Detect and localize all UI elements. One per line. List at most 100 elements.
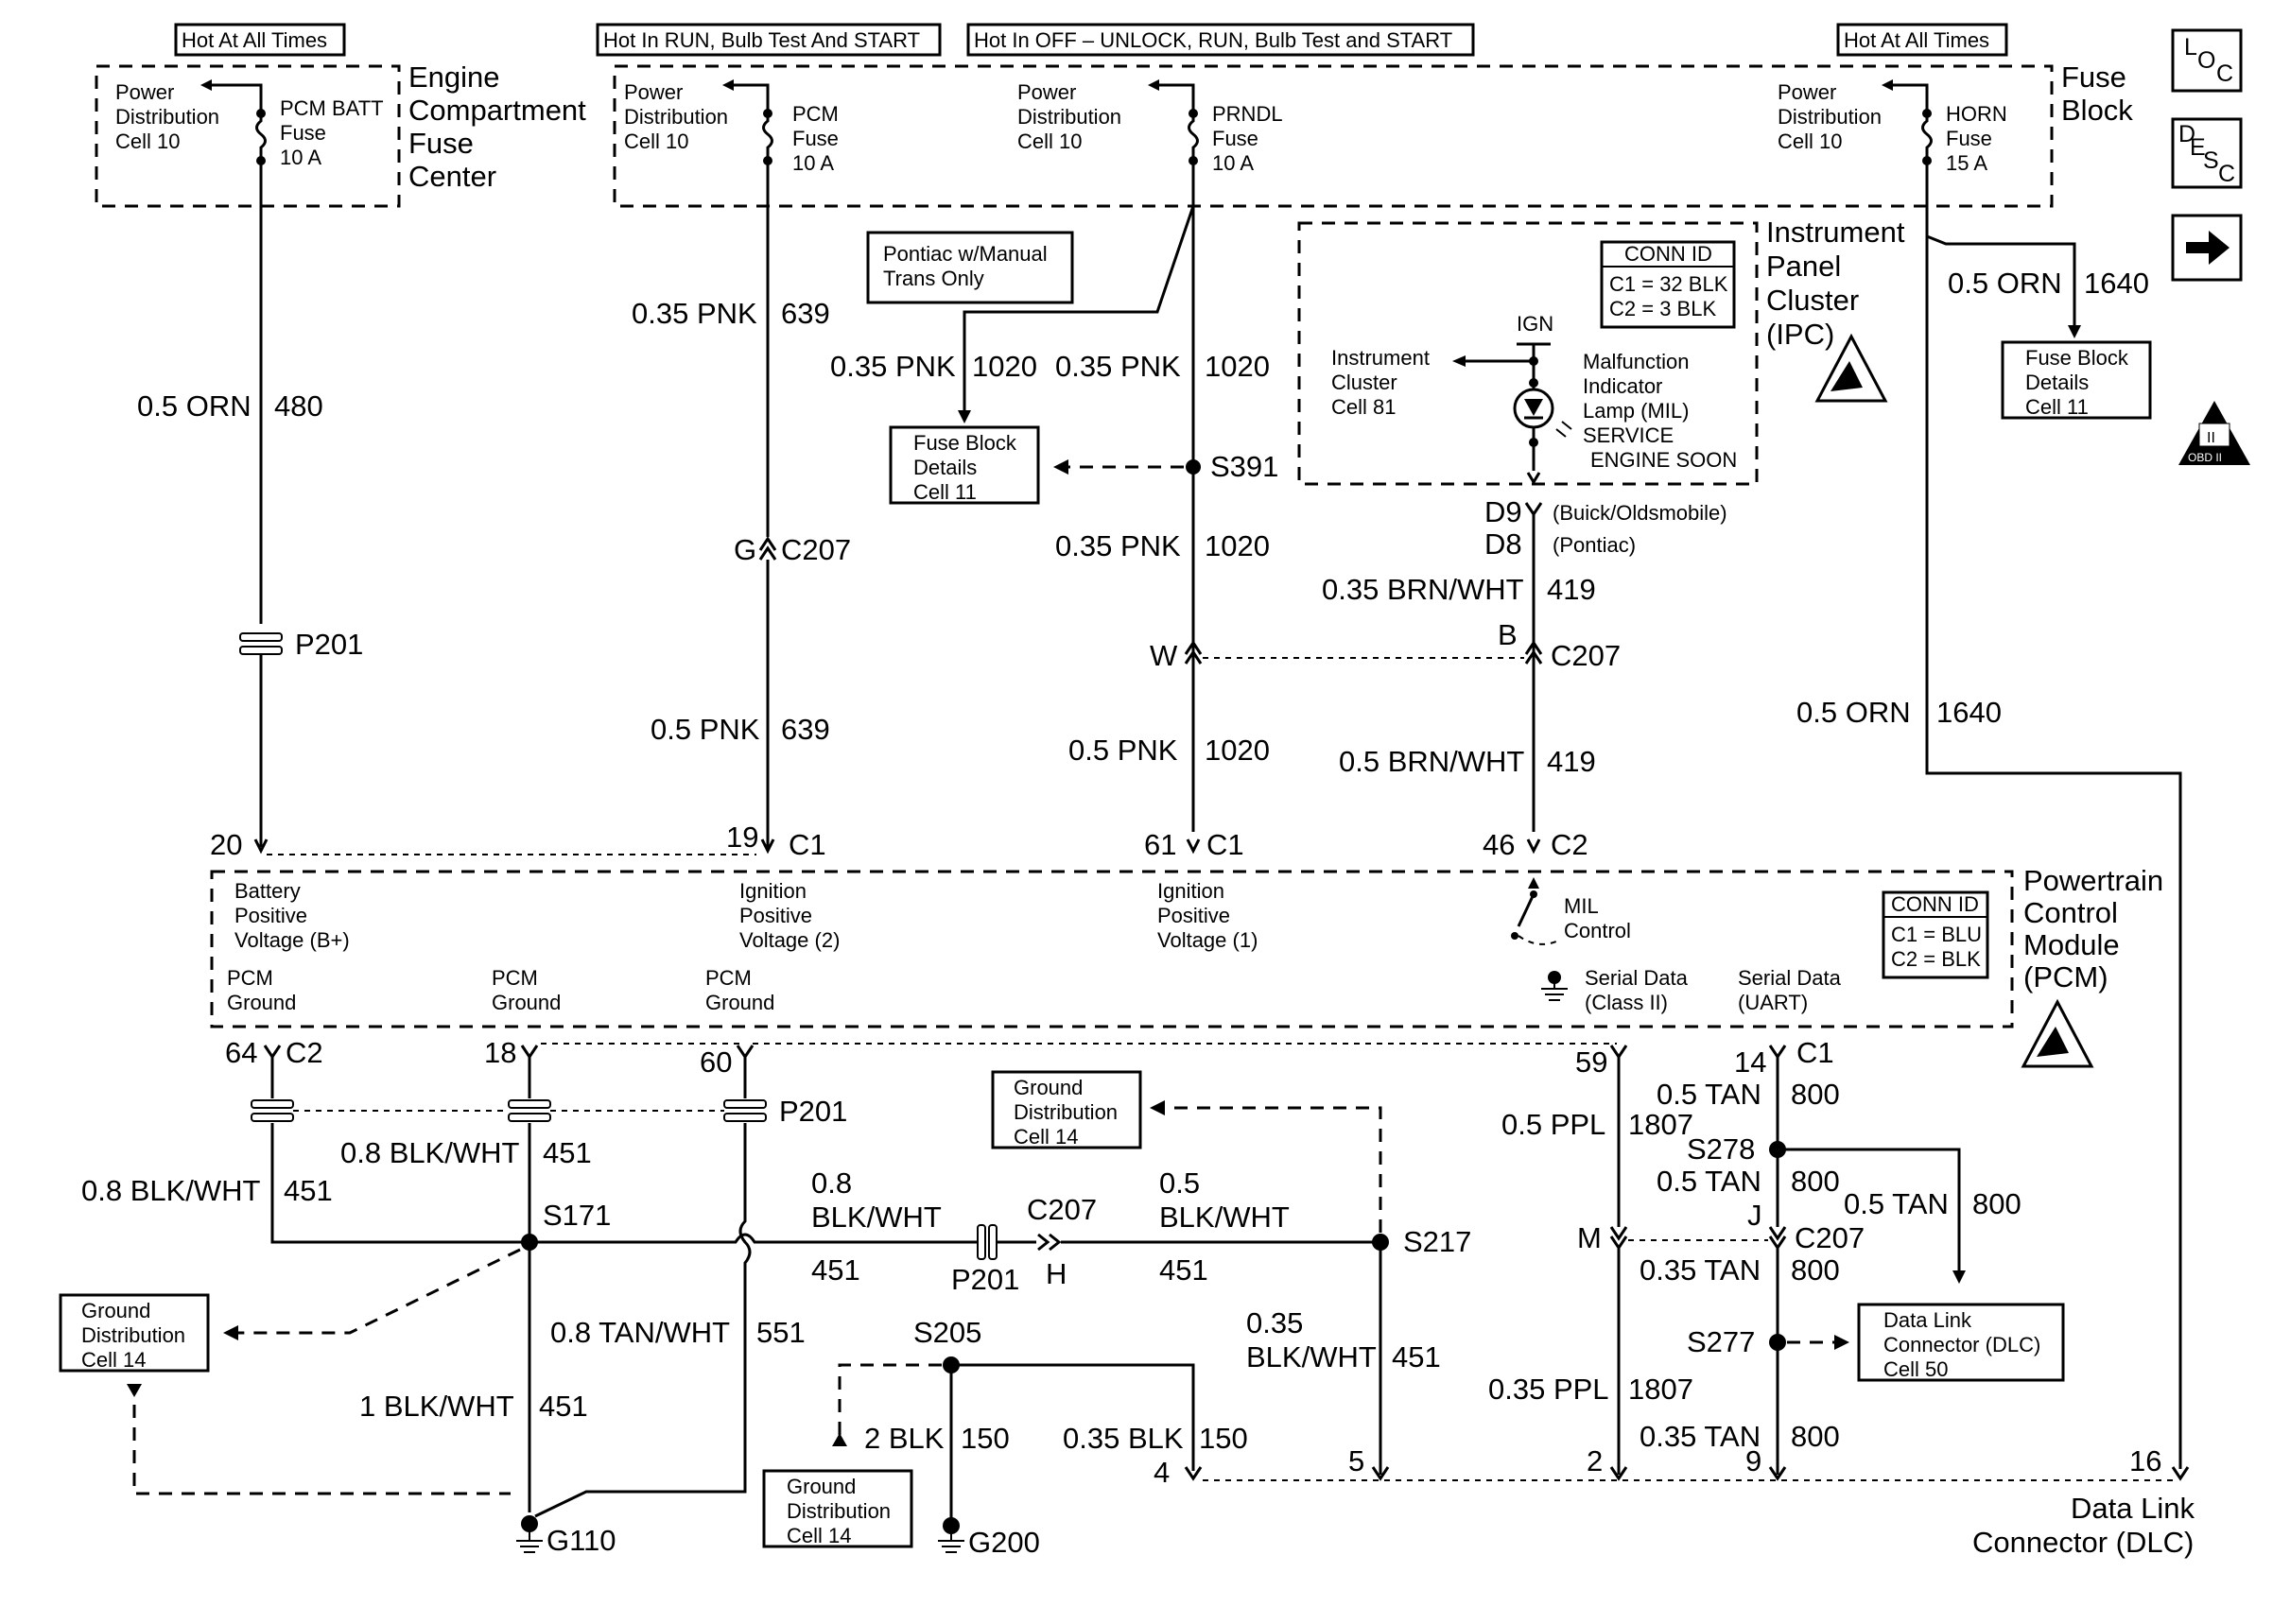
connector-c2-label: C2 <box>286 1036 323 1069</box>
svg-text:Voltage (1): Voltage (1) <box>1157 928 1258 952</box>
wire-551-size: 0.8 TAN/WHT <box>550 1316 730 1349</box>
svg-text:C2 = BLK: C2 = BLK <box>1891 947 1981 971</box>
svg-text:CONN ID: CONN ID <box>1891 892 1979 916</box>
wire-1640-size: 0.5 ORN <box>1796 696 1911 729</box>
svg-text:Distribution: Distribution <box>624 105 728 129</box>
svg-text:C: C <box>2218 161 2235 187</box>
arrow-icon <box>1053 459 1068 475</box>
pin-18: 18 <box>484 1036 516 1069</box>
header-box <box>1836 23 2008 57</box>
serial-data-class-ii-label: Serial Data (Class II) <box>1585 966 1689 1014</box>
svg-text:Fuse: Fuse <box>1212 127 1258 150</box>
connector-c2-label: C2 <box>1551 828 1588 861</box>
fuse-block-details-box <box>2001 340 2152 420</box>
svg-text:Details: Details <box>913 456 977 479</box>
svg-text:Serial Data: Serial Data <box>1585 966 1689 990</box>
connector-c1-label: C1 <box>1796 1036 1834 1069</box>
connector-w-label: W <box>1150 639 1178 672</box>
svg-text:Distribution: Distribution <box>81 1323 185 1347</box>
pin-5: 5 <box>1348 1444 1364 1477</box>
header-hot-run: Hot In RUN, Bulb Test And START <box>603 28 920 52</box>
wire-451-size: 0.8 BLK/WHT <box>81 1174 261 1207</box>
wire-1807-size: 0.35 PPL <box>1488 1373 1609 1406</box>
wire-800 <box>1778 1148 1961 1274</box>
svg-text:(PCM): (PCM) <box>2023 960 2108 993</box>
svg-text:Cluster: Cluster <box>1766 284 1859 317</box>
ground-distribution-box <box>762 1469 913 1548</box>
wire-1020-size: 0.35 PNK <box>1055 529 1181 562</box>
wire-800-number: 800 <box>1791 1078 1840 1111</box>
ipc-title: Instrument Panel Cluster (IPC) <box>1766 216 1905 351</box>
connector-c207-label: C207 <box>1551 639 1621 672</box>
svg-text:O: O <box>2197 47 2215 74</box>
svg-text:Fuse: Fuse <box>280 121 326 145</box>
pin-60: 60 <box>700 1045 732 1079</box>
pin-16: 16 <box>2129 1444 2161 1477</box>
connector-c207-label: C207 <box>1027 1193 1097 1226</box>
svg-text:Ground: Ground <box>227 991 296 1014</box>
svg-text:Power: Power <box>115 80 174 104</box>
pcm-conn-id-table <box>1882 890 1989 979</box>
svg-text:Voltage (2): Voltage (2) <box>739 928 840 952</box>
svg-text:10 A: 10 A <box>792 151 834 175</box>
arrow-icon <box>958 410 971 423</box>
svg-text:Ground: Ground <box>81 1299 150 1322</box>
svg-text:(Class II): (Class II) <box>1585 991 1668 1014</box>
svg-text:Cell 81: Cell 81 <box>1331 395 1396 419</box>
svg-text:C: C <box>2216 60 2233 87</box>
mil-control-label: MIL Control <box>1564 894 1631 942</box>
wire-451-number: 451 <box>284 1174 333 1207</box>
pin-20: 20 <box>210 828 242 861</box>
pin-19: 19 <box>726 821 758 854</box>
pin-59: 59 <box>1575 1045 1607 1079</box>
svg-text:Positive: Positive <box>234 904 307 927</box>
connector-d8-label: D8 <box>1484 527 1522 561</box>
svg-text:Fuse: Fuse <box>1946 127 1992 150</box>
wire-1807-number: 1807 <box>1628 1108 1693 1141</box>
battery-positive-voltage-label: Battery Positive Voltage (B+) <box>234 879 350 952</box>
svg-text:Cell 14: Cell 14 <box>1014 1125 1078 1149</box>
fuse-icon <box>762 113 773 161</box>
connector-p201-label: P201 <box>779 1095 847 1128</box>
inline-connector-p201 <box>977 1224 998 1260</box>
svg-text:BLK/WHT: BLK/WHT <box>1246 1340 1377 1373</box>
right-arrow-icon[interactable] <box>2171 214 2243 282</box>
serial-data-uart-label: Serial Data (UART) <box>1738 966 1842 1014</box>
ipc-outline <box>1297 221 1759 486</box>
splice-s217-label: S217 <box>1403 1225 1471 1258</box>
reference-line <box>1169 1106 1382 1233</box>
svg-text:Control: Control <box>2023 896 2118 929</box>
svg-text:Data Link: Data Link <box>1883 1308 1972 1332</box>
connector-c1-label: C1 <box>789 828 826 861</box>
ignition-positive-voltage-2-label: Ignition Positive Voltage (2) <box>739 879 840 952</box>
pontiac-note: (Pontiac) <box>1553 533 1636 557</box>
wire-800-number: 800 <box>1791 1165 1840 1198</box>
wire-639-size: 0.5 PNK <box>651 713 760 746</box>
connector-h-label: H <box>1046 1257 1067 1290</box>
fuse-icon <box>255 113 267 161</box>
svg-text:Cell 10: Cell 10 <box>115 130 180 153</box>
wire-451-size: 0.8 BLK/WHT <box>340 1136 520 1169</box>
svg-text:Connector (DLC): Connector (DLC) <box>1972 1526 2194 1559</box>
wire-639-number: 639 <box>781 713 830 746</box>
ign-label: IGN <box>1517 312 1553 336</box>
buick-oldsmobile-note: (Buick/Oldsmobile) <box>1553 501 1727 525</box>
wire-451-number: 451 <box>811 1253 860 1287</box>
arrow-icon <box>1882 79 1893 91</box>
reference-line <box>132 1405 511 1495</box>
pin-64: 64 <box>225 1036 257 1069</box>
esd-warning-icon <box>2021 998 2094 1068</box>
wire-639-size: 0.35 PNK <box>632 297 757 330</box>
ground-g110-label: G110 <box>547 1524 616 1557</box>
wire-1807-number: 1807 <box>1628 1373 1693 1406</box>
arrow-icon <box>832 1433 847 1446</box>
header-hot-all-times-right: Hot At All Times <box>1844 28 1989 52</box>
pin-4: 4 <box>1154 1456 1170 1489</box>
svg-text:0.8: 0.8 <box>811 1166 852 1200</box>
splice-s205-label: S205 <box>913 1316 981 1349</box>
horn-fuse-label: HORN Fuse 15 A <box>1946 102 2007 175</box>
inline-connector-p201 <box>239 632 283 655</box>
svg-text:Panel: Panel <box>1766 250 1841 283</box>
svg-text:II: II <box>2207 430 2215 446</box>
desc-icon: D E S C <box>2171 117 2243 189</box>
